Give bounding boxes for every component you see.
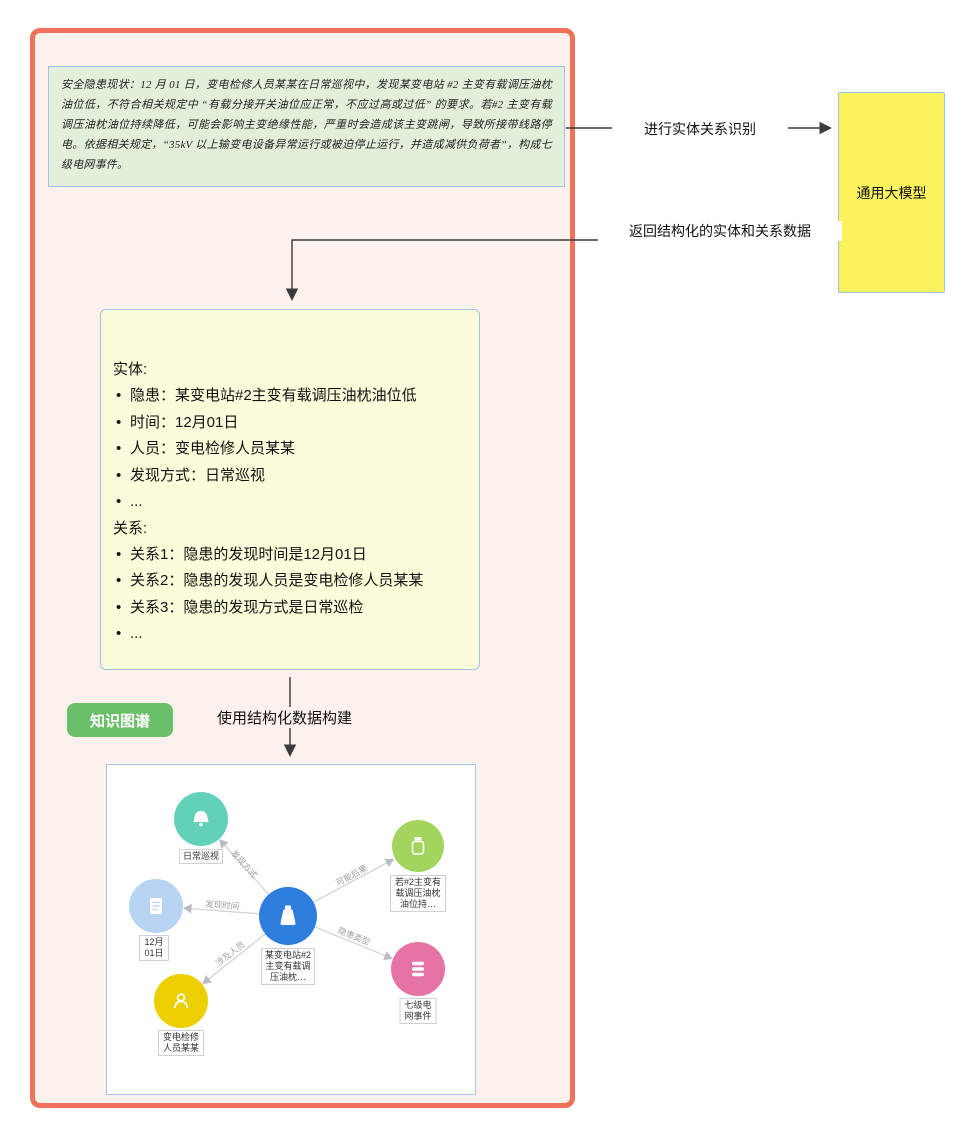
entity-list: 隐患：某变电站#2主变有载调压油枕油位低 时间：12月01日 人员：变电检修人员… <box>113 383 465 516</box>
knowledge-graph-svg: 发现方式 发现时间 涉及人员 可能后果 隐患类型 <box>129 792 445 1028</box>
edge-hazard-type <box>314 926 393 960</box>
entity-item: 人员：变电检修人员某某 <box>113 436 465 463</box>
knowledge-graph-canvas: 发现方式 发现时间 涉及人员 可能后果 隐患类型 <box>106 764 476 1095</box>
edge-discovery-method <box>219 839 270 895</box>
node-label-event: 七级电网事件 <box>399 998 437 1024</box>
entity-item: ... <box>113 489 465 516</box>
bell-icon <box>193 811 209 827</box>
node-label-consequence: 若#2主变有载调压油枕油位持… <box>390 875 446 912</box>
node-label-person: 变电检修人员某某 <box>158 1030 204 1056</box>
node-label-daily-inspection: 日常巡视 <box>178 849 224 864</box>
extraction-result-box: 实体: 隐患：某变电站#2主变有载调压油枕油位低 时间：12月01日 人员：变电… <box>100 309 480 670</box>
entity-item: 发现方式：日常巡视 <box>113 463 465 490</box>
entities-title: 实体: <box>113 361 148 378</box>
person-icon <box>174 993 188 1009</box>
relation-item: 关系3：隐患的发现方式是日常巡检 <box>113 595 465 622</box>
relation-item: 关系2：隐患的发现人员是变电检修人员某某 <box>113 568 465 595</box>
document-icon <box>150 898 162 914</box>
graph-node-consequence <box>392 820 444 872</box>
relation-item: ... <box>113 621 465 648</box>
edge-possible-consequence <box>313 858 395 903</box>
relations-title: 关系: <box>113 519 148 537</box>
edge-involved-person <box>202 933 266 985</box>
llm-box: 通用大模型 <box>838 92 945 293</box>
edge-label: 涉及人员 <box>214 939 247 968</box>
edge-label: 发现时间 <box>205 899 240 911</box>
relation-item: 关系1：隐患的发现时间是12月01日 <box>113 542 465 569</box>
node-label-hazard: 某变电站#2主变有载调压油枕… <box>261 948 315 985</box>
jar-icon <box>411 837 425 855</box>
entity-item: 隐患：某变电站#2主变有载调压油枕油位低 <box>113 383 465 410</box>
knowledge-graph-badge: 知识图谱 <box>67 703 173 737</box>
layers-icon <box>412 961 424 977</box>
return-arrow-label: 返回结构化的实体和关系数据 <box>598 221 842 241</box>
edge-discovery-time <box>182 903 260 915</box>
hazard-source-text: 安全隐患现状：12 月 01 日，变电检修人员某某在日常巡视中，发现某变电站 #… <box>48 66 565 187</box>
build-arrow-label: 使用结构化数据构建 <box>212 707 358 728</box>
weight-icon <box>280 905 296 925</box>
node-label-date: 12月01日 <box>139 935 169 961</box>
entity-item: 时间：12月01日 <box>113 410 465 437</box>
relation-list: 关系1：隐患的发现时间是12月01日 关系2：隐患的发现人员是变电检修人员某某 … <box>113 542 465 648</box>
identify-arrow-label: 进行实体关系识别 <box>612 119 788 139</box>
edge-label: 发现方式 <box>229 848 260 880</box>
edge-label: 隐患类型 <box>336 925 372 947</box>
